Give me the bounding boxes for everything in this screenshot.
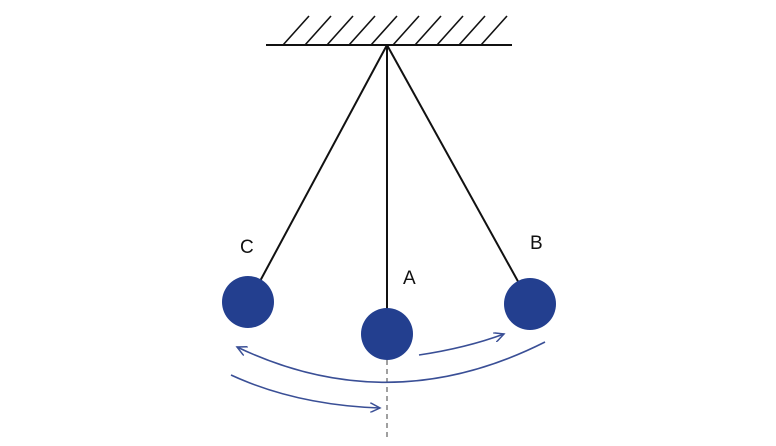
- string-c: [258, 44, 388, 284]
- bob-a: [361, 308, 413, 360]
- bob-b: [504, 278, 556, 330]
- ceiling-hatching: [282, 15, 508, 46]
- label-c: C: [240, 237, 254, 258]
- ceiling-support: [266, 15, 512, 46]
- arrow-a-to-b: [418, 334, 504, 356]
- arrow-b-to-c: [237, 341, 546, 384]
- arrow-c-to-a: [230, 374, 380, 408]
- label-a: A: [403, 268, 416, 289]
- string-b: [386, 44, 521, 286]
- label-b: B: [530, 233, 543, 254]
- bob-c: [222, 276, 274, 328]
